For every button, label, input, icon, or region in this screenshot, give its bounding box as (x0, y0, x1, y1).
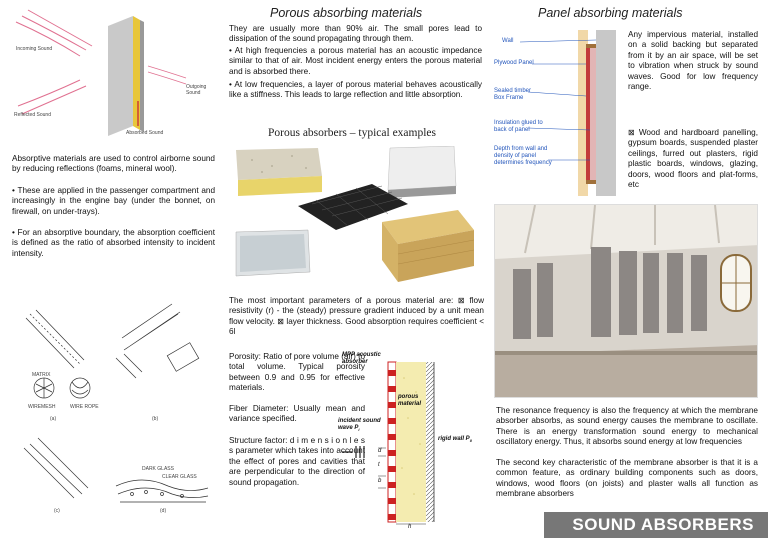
panel-examples: ⊠ Wood and hardboard panelling, gypsum b… (628, 128, 758, 190)
insulation-label: Insulation glued to back of panel (494, 120, 543, 133)
wire-mesh-label: WIREMESH (28, 404, 56, 410)
incident-wave-label: incident sound wave Pi (338, 418, 381, 433)
porous-parameters: The most important parameters of a porou… (229, 296, 484, 337)
mpp-title: MPP acoustic absorber (342, 352, 381, 365)
fig-d-label: (d) (160, 508, 167, 514)
mpp-diagram: MPP acoustic absorber porous material in… (338, 348, 484, 534)
porous-title: Porous absorbing materials (270, 6, 423, 20)
clear-glass-label: CLEAR GLASS (162, 474, 197, 480)
absorption-diagram: Incoming Sound Reflected Sound Outgoing … (8, 6, 223, 144)
outgoing-sound-label: Outgoing Sound (186, 84, 207, 96)
bullet-absorption-coefficient: • For an absorptive boundary, the absorp… (12, 228, 215, 258)
wire-rope-label: WIRE ROPE (70, 404, 99, 410)
panel-diagram: Wall Plywood Panel Sealed timber Box Fra… (492, 22, 624, 196)
intro-text: Absorptive materials are used to control… (12, 154, 215, 174)
membrane-text: The second key characteristic of the mem… (496, 458, 758, 499)
dim-d: d (378, 448, 382, 454)
fiber-text: Fiber Diameter: Usually mean and varianc… (229, 404, 365, 424)
sealed-frame-label: Sealed timber Box Frame (494, 88, 532, 101)
porous-material-label: porous material (398, 394, 422, 407)
bullet-passenger: • These are applied in the passenger com… (12, 186, 215, 216)
room-photo (494, 204, 758, 398)
porous-p1: They are usually more than 90% air. The … (229, 24, 482, 44)
fig-a-label: (a) (50, 416, 57, 422)
examples-title: Porous absorbers – typical examples (268, 127, 436, 139)
absorbed-sound-label: Absorbed Sound (126, 130, 164, 136)
dim-t: t (378, 462, 380, 468)
structure-text: Structure factor: d i m e n s i o n l e … (229, 436, 365, 487)
resonance-text: The resonance frequency is also the freq… (496, 406, 758, 447)
porous-p2: • At high frequencies a porous material … (229, 46, 482, 76)
wall-label: Wall (502, 38, 514, 44)
fig-c-label: (c) (54, 508, 60, 514)
porosity-text: Porosity: Ratio of pore volume (air) to … (229, 352, 365, 393)
examples-photos (232, 145, 478, 288)
plywood-label: Plywood Panel (494, 60, 534, 66)
reflected-sound-label: Reflected Sound (14, 112, 51, 118)
rigid-wall-label: rigid wall P0 (438, 436, 472, 444)
matrix-label: MATRIX (32, 372, 51, 378)
dark-glass-label: DARK GLASS (142, 466, 174, 472)
dim-b: b (378, 478, 382, 484)
panel-title: Panel absorbing materials (538, 6, 683, 20)
incoming-sound-label: Incoming Sound (16, 46, 53, 52)
sound-absorbers-banner: SOUND ABSORBERS (544, 512, 768, 538)
material-sketches: MATRIX WIREMESH WIRE ROPE (a) (b) (c) DA… (12, 298, 217, 518)
depth-label: Depth from wall and density of panel det… (494, 146, 552, 166)
porous-p3: • At low frequencies, a layer of porous … (229, 80, 482, 100)
panel-description: Any impervious material, installed on a … (628, 30, 758, 92)
fig-b-label: (b) (152, 416, 159, 422)
dim-h: h (408, 524, 412, 530)
